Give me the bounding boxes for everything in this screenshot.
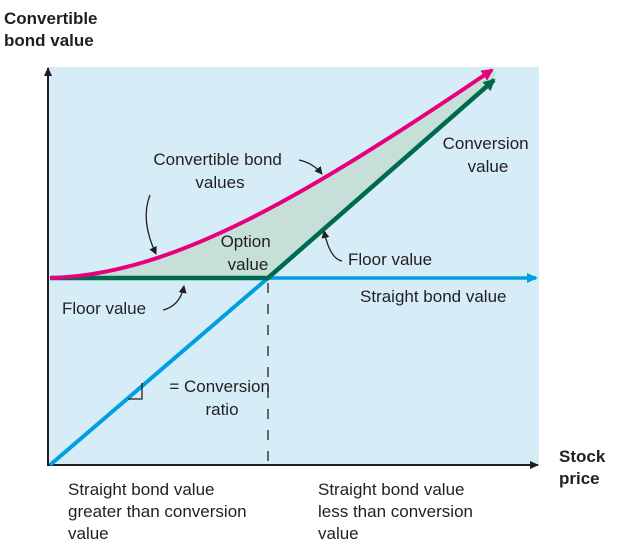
pointer-convertible-bond-values-2 [145, 194, 157, 255]
region-right-label: Straight bond value less than conversion… [318, 480, 478, 543]
label-conversion-value: Conversion value [443, 134, 534, 176]
pointer-floor-right [321, 230, 343, 262]
pointer-convertible-bond-values [298, 159, 323, 175]
x-axis-title: Stock price [559, 447, 610, 488]
floor-value-line [50, 78, 496, 281]
convertible-bond-value-curve [49, 68, 494, 280]
pointer-floor-left [162, 285, 187, 311]
label-option-value: Option value [221, 232, 276, 274]
label-conversion-ratio: = Conversion ratio [169, 377, 274, 419]
region-left-label: Straight bond value greater than convers… [68, 480, 251, 543]
label-floor-value-left: Floor value [62, 299, 146, 318]
label-floor-value-right: Floor value [348, 250, 432, 269]
slope-bracket [128, 383, 143, 400]
option-value-region [50, 70, 496, 278]
y-axis-title: Convertible bond value [4, 9, 102, 50]
label-convertible-bond-values: Convertible bond values [153, 150, 286, 192]
label-straight-bond-value: Straight bond value [360, 287, 507, 306]
conversion-value-line [48, 276, 270, 467]
